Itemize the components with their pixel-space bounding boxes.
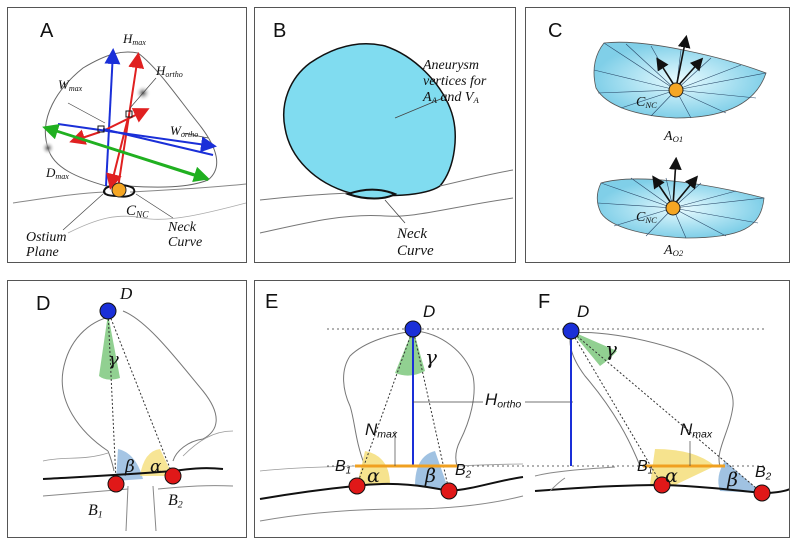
- c-nc-bottom-label: CNC: [636, 210, 657, 226]
- panel-c-drawing: [593, 34, 767, 239]
- panel-ef: E D γ Hortho Nmax α β B1 B2 F D γ Nmax α…: [254, 280, 790, 538]
- e-alpha-wedge: [357, 451, 390, 485]
- f-b2-label: B2: [755, 464, 772, 483]
- vessel-top: [42, 467, 224, 480]
- red-arrow-right: [102, 108, 150, 132]
- gamma-label: γ: [108, 349, 119, 370]
- f-b2-point: [753, 484, 771, 502]
- f-b1-label: B1: [637, 458, 654, 477]
- c-nc-point: [111, 182, 127, 198]
- beta-label: β: [125, 457, 135, 477]
- disk-o1: [593, 41, 767, 119]
- panel-label: A: [40, 20, 54, 42]
- d-point-label: D: [120, 284, 133, 303]
- b1-point: [107, 475, 125, 493]
- e-vessel-lower: [259, 495, 524, 522]
- w-ortho-arrow: [57, 123, 217, 153]
- f-beta-label: β: [727, 469, 738, 491]
- aneurysm-label: Aneurysm vertices for AA and VA: [423, 58, 487, 106]
- gamma-wedge: [99, 314, 120, 380]
- panel-label: B: [273, 20, 287, 42]
- f-d-point-label: D: [577, 302, 590, 321]
- w-max-label: Wmax: [58, 77, 83, 93]
- panel-e-label: E: [265, 291, 279, 313]
- vessel-left: [12, 191, 107, 204]
- panel-d: D D γ β α B1 B2: [7, 280, 247, 538]
- c-nc-top-label: CNC: [636, 95, 657, 111]
- panel-a: A Hmax Hortho Wmax Wortho Dmax CNC Ostiu…: [7, 7, 247, 263]
- b1-label: B1: [88, 502, 103, 521]
- e-gamma-wedge: [395, 329, 425, 376]
- e-alpha-label: α: [367, 465, 380, 487]
- aneurysm-outline: [44, 51, 218, 188]
- f-beta-wedge: [718, 461, 762, 493]
- c-nc-o1-point: [668, 82, 684, 98]
- neck-curve: [344, 188, 398, 200]
- e-b2-point: [440, 482, 458, 500]
- f-vessel-lower: [534, 466, 616, 492]
- panel-label: C: [548, 20, 563, 42]
- f-aneurysm-outline: [569, 332, 734, 467]
- e-b1-point: [348, 477, 366, 495]
- e-d-point-label: D: [423, 302, 436, 321]
- panel-b-drawing: [259, 43, 514, 234]
- vessel-lower: [259, 197, 514, 234]
- a-o2-label: AO2: [664, 243, 684, 259]
- e-h-ortho-label: Hortho: [485, 390, 522, 411]
- vessel-branch: [42, 485, 234, 532]
- f-alpha-label: α: [665, 465, 678, 487]
- b2-point: [164, 467, 182, 485]
- e-b1-label: B1: [335, 458, 352, 477]
- f-n-max-label: Nmax: [680, 420, 713, 441]
- red-arrow-left: [69, 129, 101, 145]
- e-d-point: [404, 320, 422, 338]
- alpha-label: α: [150, 457, 162, 477]
- alpha-wedge: [140, 449, 173, 476]
- panel-f-label: F: [538, 291, 551, 313]
- vessel-upper: [42, 430, 234, 462]
- f-d-point: [562, 322, 580, 340]
- e-beta-wedge: [415, 451, 449, 491]
- f-b1-point: [653, 476, 671, 494]
- d-point: [99, 302, 117, 320]
- f-gamma-wedge: [571, 331, 617, 366]
- disk-o2: [596, 178, 765, 239]
- panel-a-drawing: [12, 48, 246, 234]
- h-ortho-label: Hortho: [156, 63, 183, 79]
- e-gamma-label: γ: [425, 345, 437, 369]
- e-beta-label: β: [425, 465, 436, 487]
- e-b2-label: B2: [455, 462, 472, 481]
- vessel-upper: [259, 169, 514, 201]
- panel-label: D: [36, 293, 51, 315]
- panel-ef-drawing: [259, 320, 789, 522]
- aneurysm-outline: [61, 310, 217, 462]
- c-nc-o2-point: [665, 200, 681, 216]
- panel-c: C CNC AO1 CNC AO2: [525, 7, 790, 263]
- vessel-right: [129, 183, 246, 193]
- f-gamma-label: γ: [605, 337, 617, 361]
- f-vessel-top: [534, 483, 789, 495]
- h-max-arrow: [104, 48, 121, 187]
- e-n-max-label: Nmax: [365, 420, 398, 441]
- w-ortho-label: Wortho: [170, 123, 199, 139]
- a-o1-label: AO1: [664, 129, 684, 145]
- panel-d-drawing: [42, 302, 234, 532]
- e-vessel-top: [259, 476, 524, 500]
- w-max-arrow: [102, 128, 214, 156]
- b2-label: B2: [168, 492, 183, 511]
- h-max-label: Hmax: [123, 31, 146, 47]
- vessel-lower: [67, 202, 246, 234]
- c-nc-label: CNC: [126, 203, 149, 221]
- d-max-label: Dmax: [46, 165, 69, 181]
